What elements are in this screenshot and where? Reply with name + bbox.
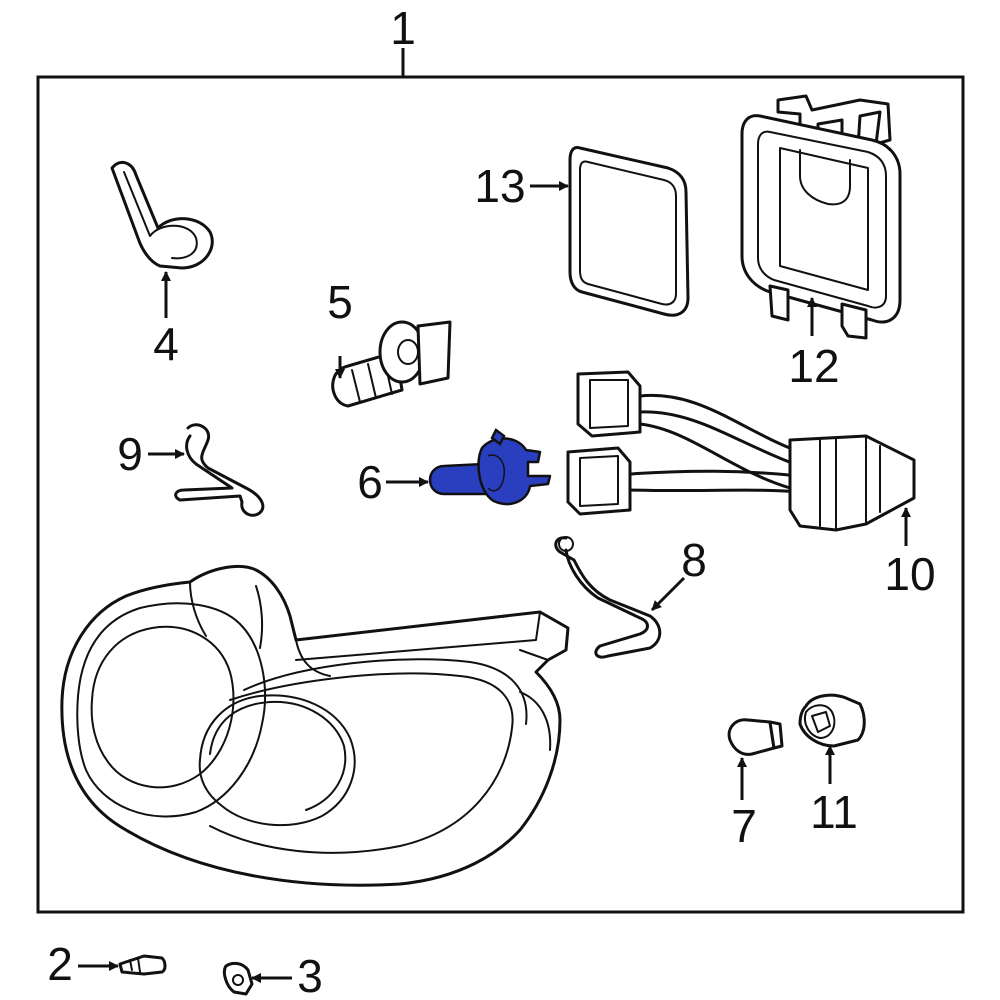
part-3-nut[interactable] (222, 961, 254, 996)
part-4-clip[interactable] (110, 160, 214, 270)
part-7-small-bulb[interactable] (727, 718, 784, 756)
part-6-bulb-highlighted[interactable] (428, 428, 552, 506)
callout-10: 10 (884, 548, 935, 600)
callout-2: 2 (47, 938, 73, 990)
part-8-wire[interactable] (554, 536, 662, 659)
callout-5: 5 (327, 276, 353, 328)
part-5-bulb[interactable] (331, 320, 452, 408)
part-1-headlamp[interactable] (60, 564, 570, 887)
part-12-cover[interactable] (740, 94, 902, 340)
callout-11: 11 (810, 786, 858, 838)
callout-6: 6 (357, 456, 383, 508)
callout-4: 4 (153, 318, 179, 370)
callout-12: 12 (788, 340, 839, 392)
callout-3: 3 (297, 950, 323, 1000)
callout-9: 9 (117, 428, 143, 480)
callout-8: 8 (681, 534, 707, 586)
part-11-socket[interactable] (798, 693, 866, 748)
part-10-harness[interactable] (566, 370, 916, 532)
callout-7: 7 (731, 800, 757, 852)
part-13-gasket[interactable] (568, 146, 690, 317)
callout-1: 1 (390, 2, 416, 54)
part-9-spring-clip[interactable] (174, 423, 265, 517)
part-2-bolt[interactable] (118, 954, 167, 976)
assembly-frame (36, 75, 965, 914)
callout-13: 13 (474, 160, 525, 212)
leader-arrows (78, 181, 911, 983)
